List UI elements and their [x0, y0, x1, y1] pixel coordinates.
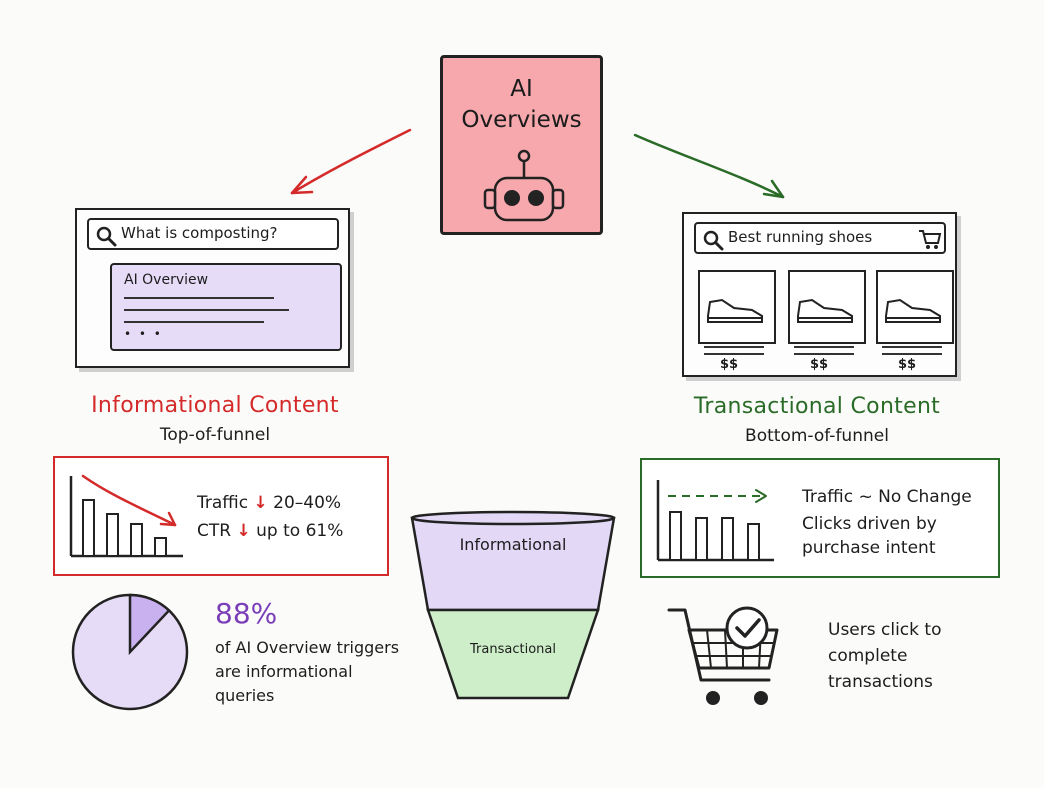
- price-label: $$: [720, 357, 739, 372]
- ai-overviews-title: AI Overviews: [461, 76, 582, 133]
- product-card[interactable]: [698, 270, 776, 344]
- text-line: [794, 346, 854, 348]
- clicks-stat-line1: Clicks driven by: [802, 514, 937, 534]
- traffic-stat: Traffic ~ No Change: [802, 487, 972, 507]
- declining-bar-chart-icon: [69, 474, 183, 558]
- ai-overviews-box: AI Overviews: [440, 55, 603, 235]
- funnel-top-label: Informational: [460, 535, 567, 554]
- price-label: $$: [898, 357, 917, 372]
- transactional-subheading: Bottom-of-funnel: [745, 426, 889, 446]
- down-arrow-icon: ↓: [253, 493, 268, 513]
- funnel-bottom-section: [426, 608, 600, 700]
- green-arrow: [633, 133, 785, 199]
- shoe-icon: [707, 298, 763, 323]
- pie-percent: 88%: [215, 597, 278, 630]
- cart-icon[interactable]: [918, 228, 942, 250]
- robot-icon: [483, 149, 565, 222]
- search-icon: [96, 226, 117, 247]
- text-line: [704, 353, 764, 355]
- ai-overview-label: AI Overview: [124, 272, 209, 288]
- traffic-stat: Traffic ↓ 20–40%: [197, 493, 342, 513]
- shoe-icon: [797, 298, 853, 323]
- search-query: Best running shoes: [728, 228, 873, 246]
- down-arrow-icon: ↓: [236, 521, 251, 541]
- transactional-stats-panel: Traffic ~ No Change Clicks driven by pur…: [640, 458, 1000, 578]
- informational-browser-mockup: What is composting? AI Overview • • •: [75, 208, 350, 368]
- search-bar[interactable]: Best running shoes: [694, 222, 946, 254]
- search-bar[interactable]: What is composting?: [87, 218, 339, 250]
- pie-chart: [71, 593, 189, 711]
- shoe-icon: [885, 298, 941, 323]
- ctr-stat: CTR ↓ up to 61%: [197, 521, 344, 541]
- search-query: What is composting?: [121, 224, 278, 242]
- overview-ellipsis: • • •: [124, 327, 163, 341]
- search-icon: [703, 230, 724, 251]
- clicks-stat-line2: purchase intent: [802, 538, 936, 558]
- product-card[interactable]: [788, 270, 866, 344]
- funnel-top-section: [410, 516, 616, 612]
- transactional-browser-mockup: Best running shoes $$ $$ $$: [682, 212, 957, 377]
- informational-subheading: Top-of-funnel: [159, 425, 271, 445]
- funnel-diagram: Informational Transactional: [410, 510, 616, 700]
- text-line: [882, 346, 942, 348]
- text-line: [124, 309, 289, 311]
- text-line: [794, 353, 854, 355]
- ai-overview-card: AI Overview • • •: [110, 263, 342, 351]
- text-line: [124, 321, 264, 323]
- check-circle-icon: [725, 606, 769, 650]
- product-card[interactable]: [876, 270, 954, 344]
- pie-remainder-slice: [128, 593, 171, 656]
- text-line: [124, 297, 274, 299]
- red-arrow: [290, 128, 412, 195]
- pie-caption: of AI Overview triggers are informationa…: [215, 638, 400, 705]
- transactional-heading: Transactional Content: [693, 394, 941, 419]
- shopping-cart-check-icon: [667, 606, 779, 705]
- informational-stats-panel: Traffic ↓ 20–40% CTR ↓ up to 61%: [53, 456, 389, 576]
- price-label: $$: [810, 357, 829, 372]
- funnel-bottom-label: Transactional: [469, 642, 556, 657]
- cart-note: Users click to complete transactions: [828, 620, 942, 692]
- text-line: [882, 353, 942, 355]
- text-line: [704, 346, 764, 348]
- flat-bar-chart-icon: [656, 480, 774, 562]
- informational-heading: Informational Content: [91, 393, 339, 418]
